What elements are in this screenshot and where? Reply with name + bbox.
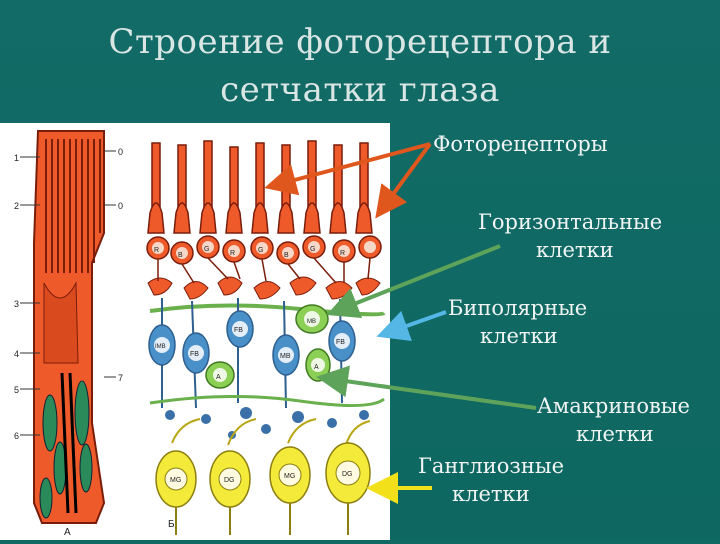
- cell-tag: DG: [342, 471, 353, 478]
- figure-number: 2: [14, 201, 19, 211]
- cell-tag: R: [154, 247, 159, 254]
- retina-figure: 1 2 3 4 5 6 0 0 7 А: [0, 123, 390, 540]
- cell-tag: A: [314, 364, 319, 371]
- cell-tag: G: [204, 246, 209, 253]
- label-amacrine-line-1: Амакриновые: [537, 394, 690, 418]
- cell-tag: DG: [224, 477, 235, 484]
- figure-number: 7: [118, 373, 123, 383]
- figure-number: 4: [14, 349, 19, 359]
- retina-layers-diagram: R B G R G B G R: [146, 140, 386, 535]
- cell-tag: FB: [336, 339, 345, 346]
- label-bipolar-line-1: Биполярные: [448, 296, 588, 320]
- slide-title: Строение фоторецептора и сетчатки глаза: [60, 18, 660, 114]
- label-horizontal-line-2: клетки: [536, 238, 614, 262]
- cell-tag: MG: [284, 473, 295, 480]
- panel-label-b: Б: [168, 519, 175, 530]
- cell-tag: A: [216, 374, 221, 381]
- label-horizontal-line-1: Горизонтальные: [478, 210, 663, 234]
- cell-tag: MB: [280, 353, 291, 360]
- cell-tag: FB: [190, 351, 199, 358]
- cell-tag: R: [340, 250, 345, 257]
- cell-tag: G: [310, 246, 315, 253]
- cell-tag: G: [258, 247, 263, 254]
- panel-label-a: А: [64, 527, 71, 538]
- label-photoreceptors: Фоторецепторы: [433, 132, 608, 156]
- label-ganglion-line-1: Ганглиозные: [418, 454, 564, 478]
- title-line-2: сетчатки глаза: [220, 70, 500, 110]
- label-ganglion-line-2: клетки: [452, 482, 530, 506]
- title-line-1: Строение фоторецептора и: [108, 22, 612, 62]
- cell-tag: FB: [234, 327, 243, 334]
- figure-number: 3: [14, 299, 19, 309]
- figure-number: 6: [14, 431, 19, 441]
- cell-tag: B: [178, 252, 183, 259]
- figure-number: 5: [14, 385, 19, 395]
- cell-tag: R: [230, 250, 235, 257]
- label-amacrine-line-2: клетки: [576, 422, 654, 446]
- cell-tag: MG: [170, 477, 181, 484]
- retina-illustration: 1 2 3 4 5 6 0 0 7 А: [14, 130, 386, 538]
- figure-number: 0: [118, 201, 123, 211]
- figure-number: 0: [118, 147, 123, 157]
- label-bipolar-line-2: клетки: [480, 324, 558, 348]
- figure-number: 1: [14, 153, 19, 163]
- cell-tag: IMB: [155, 344, 166, 350]
- cell-tag: MB: [307, 319, 316, 325]
- cell-tag: B: [284, 252, 289, 259]
- photoreceptor-diagram: 1 2 3 4 5 6 0 0 7 А: [14, 130, 123, 538]
